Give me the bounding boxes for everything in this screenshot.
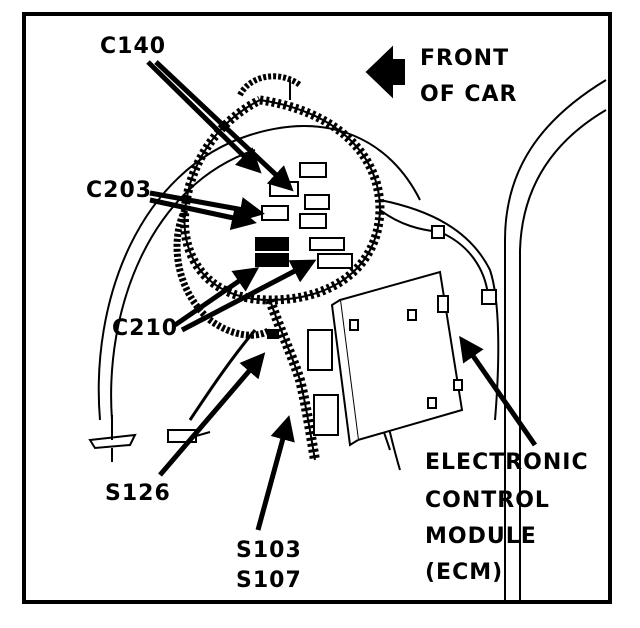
harness-connectors [255,162,497,436]
ecm-label-line4: (ECM) [425,560,504,585]
callout-arrows [146,60,538,531]
ecm-label-line2: CONTROL [425,488,550,513]
ecm-label-line1: ELECTRONIC [425,450,589,475]
front-of-car-label-line1: FRONT [420,46,510,71]
front-of-car-arrow [365,45,405,99]
ecm-label-line3: MODULE [425,524,537,549]
s103-label: S103 [236,538,302,563]
front-of-car-label-line2: OF CAR [420,82,518,107]
diagram-frame [22,12,612,604]
wiring-harness [173,73,489,471]
s107-label: S107 [236,568,302,593]
ecm-module [330,270,464,447]
c210-label: C210 [112,316,179,341]
s126-label: S126 [105,481,171,506]
c203-label: C203 [86,178,153,203]
body-panel-outline [97,79,607,600]
c140-label: C140 [100,34,167,59]
